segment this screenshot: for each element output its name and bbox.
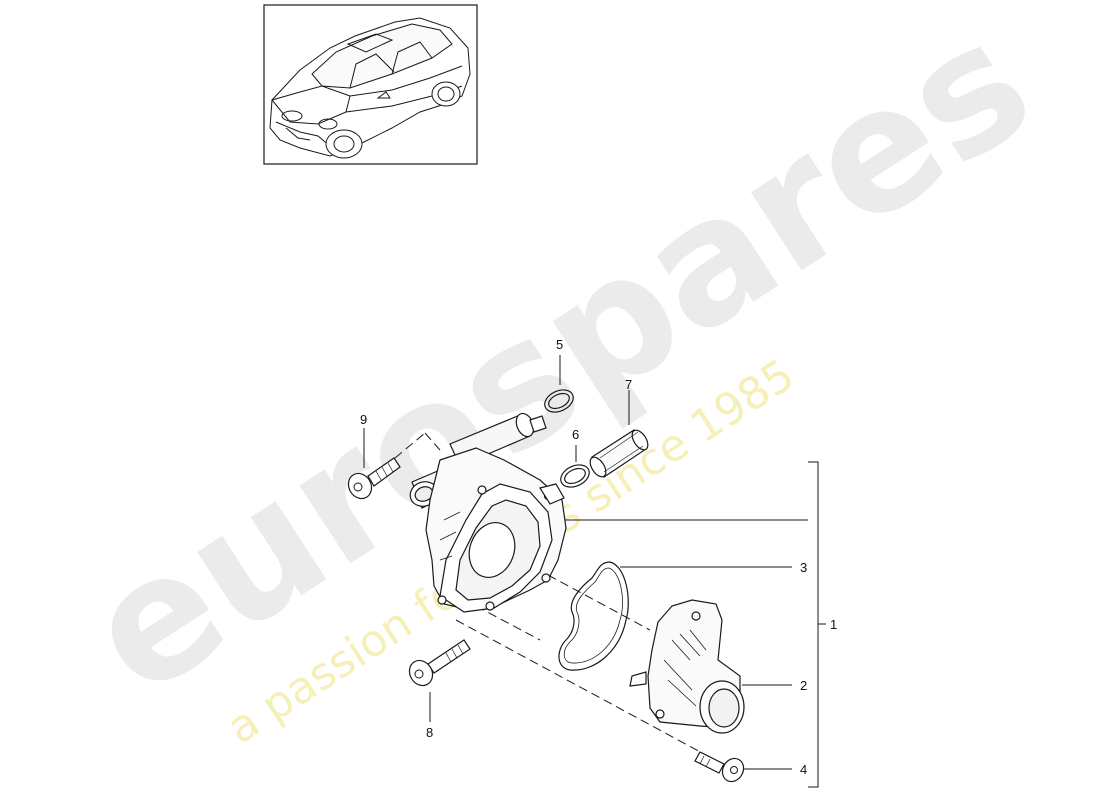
callout-3[interactable]: 3 [800,560,807,575]
suv-illustration [269,17,471,159]
callout-7[interactable]: 7 [625,377,632,392]
callout-2[interactable]: 2 [800,678,807,693]
callout-6[interactable]: 6 [572,427,579,442]
part-6-o-ring [560,464,590,488]
callout-1[interactable]: 1 [830,617,837,632]
callout-labels: 1 2 3 4 5 6 7 8 9 [360,337,837,777]
part-4-bolt [694,751,745,783]
callout-9[interactable]: 9 [360,412,367,427]
part-3-gasket [558,561,629,671]
part-5-o-ring [544,389,574,413]
vehicle-thumbnail [263,4,478,165]
assembly-dash-lines [394,432,731,769]
part-9-bolt [347,457,401,500]
part-7-tube [589,429,649,478]
part-8-bolt [408,639,471,687]
callout-5[interactable]: 5 [556,337,563,352]
pump-housing [409,412,567,613]
assembly-bracket [808,461,826,788]
part-2-pump-cover [629,599,745,734]
bracket-line [808,461,819,788]
watermark: eurospares a passion for parts since 198… [54,0,1063,754]
callout-8[interactable]: 8 [426,725,433,740]
callout-4[interactable]: 4 [800,762,807,777]
watermark-brand: eurospares [54,0,1063,734]
leader-lines [363,355,808,770]
